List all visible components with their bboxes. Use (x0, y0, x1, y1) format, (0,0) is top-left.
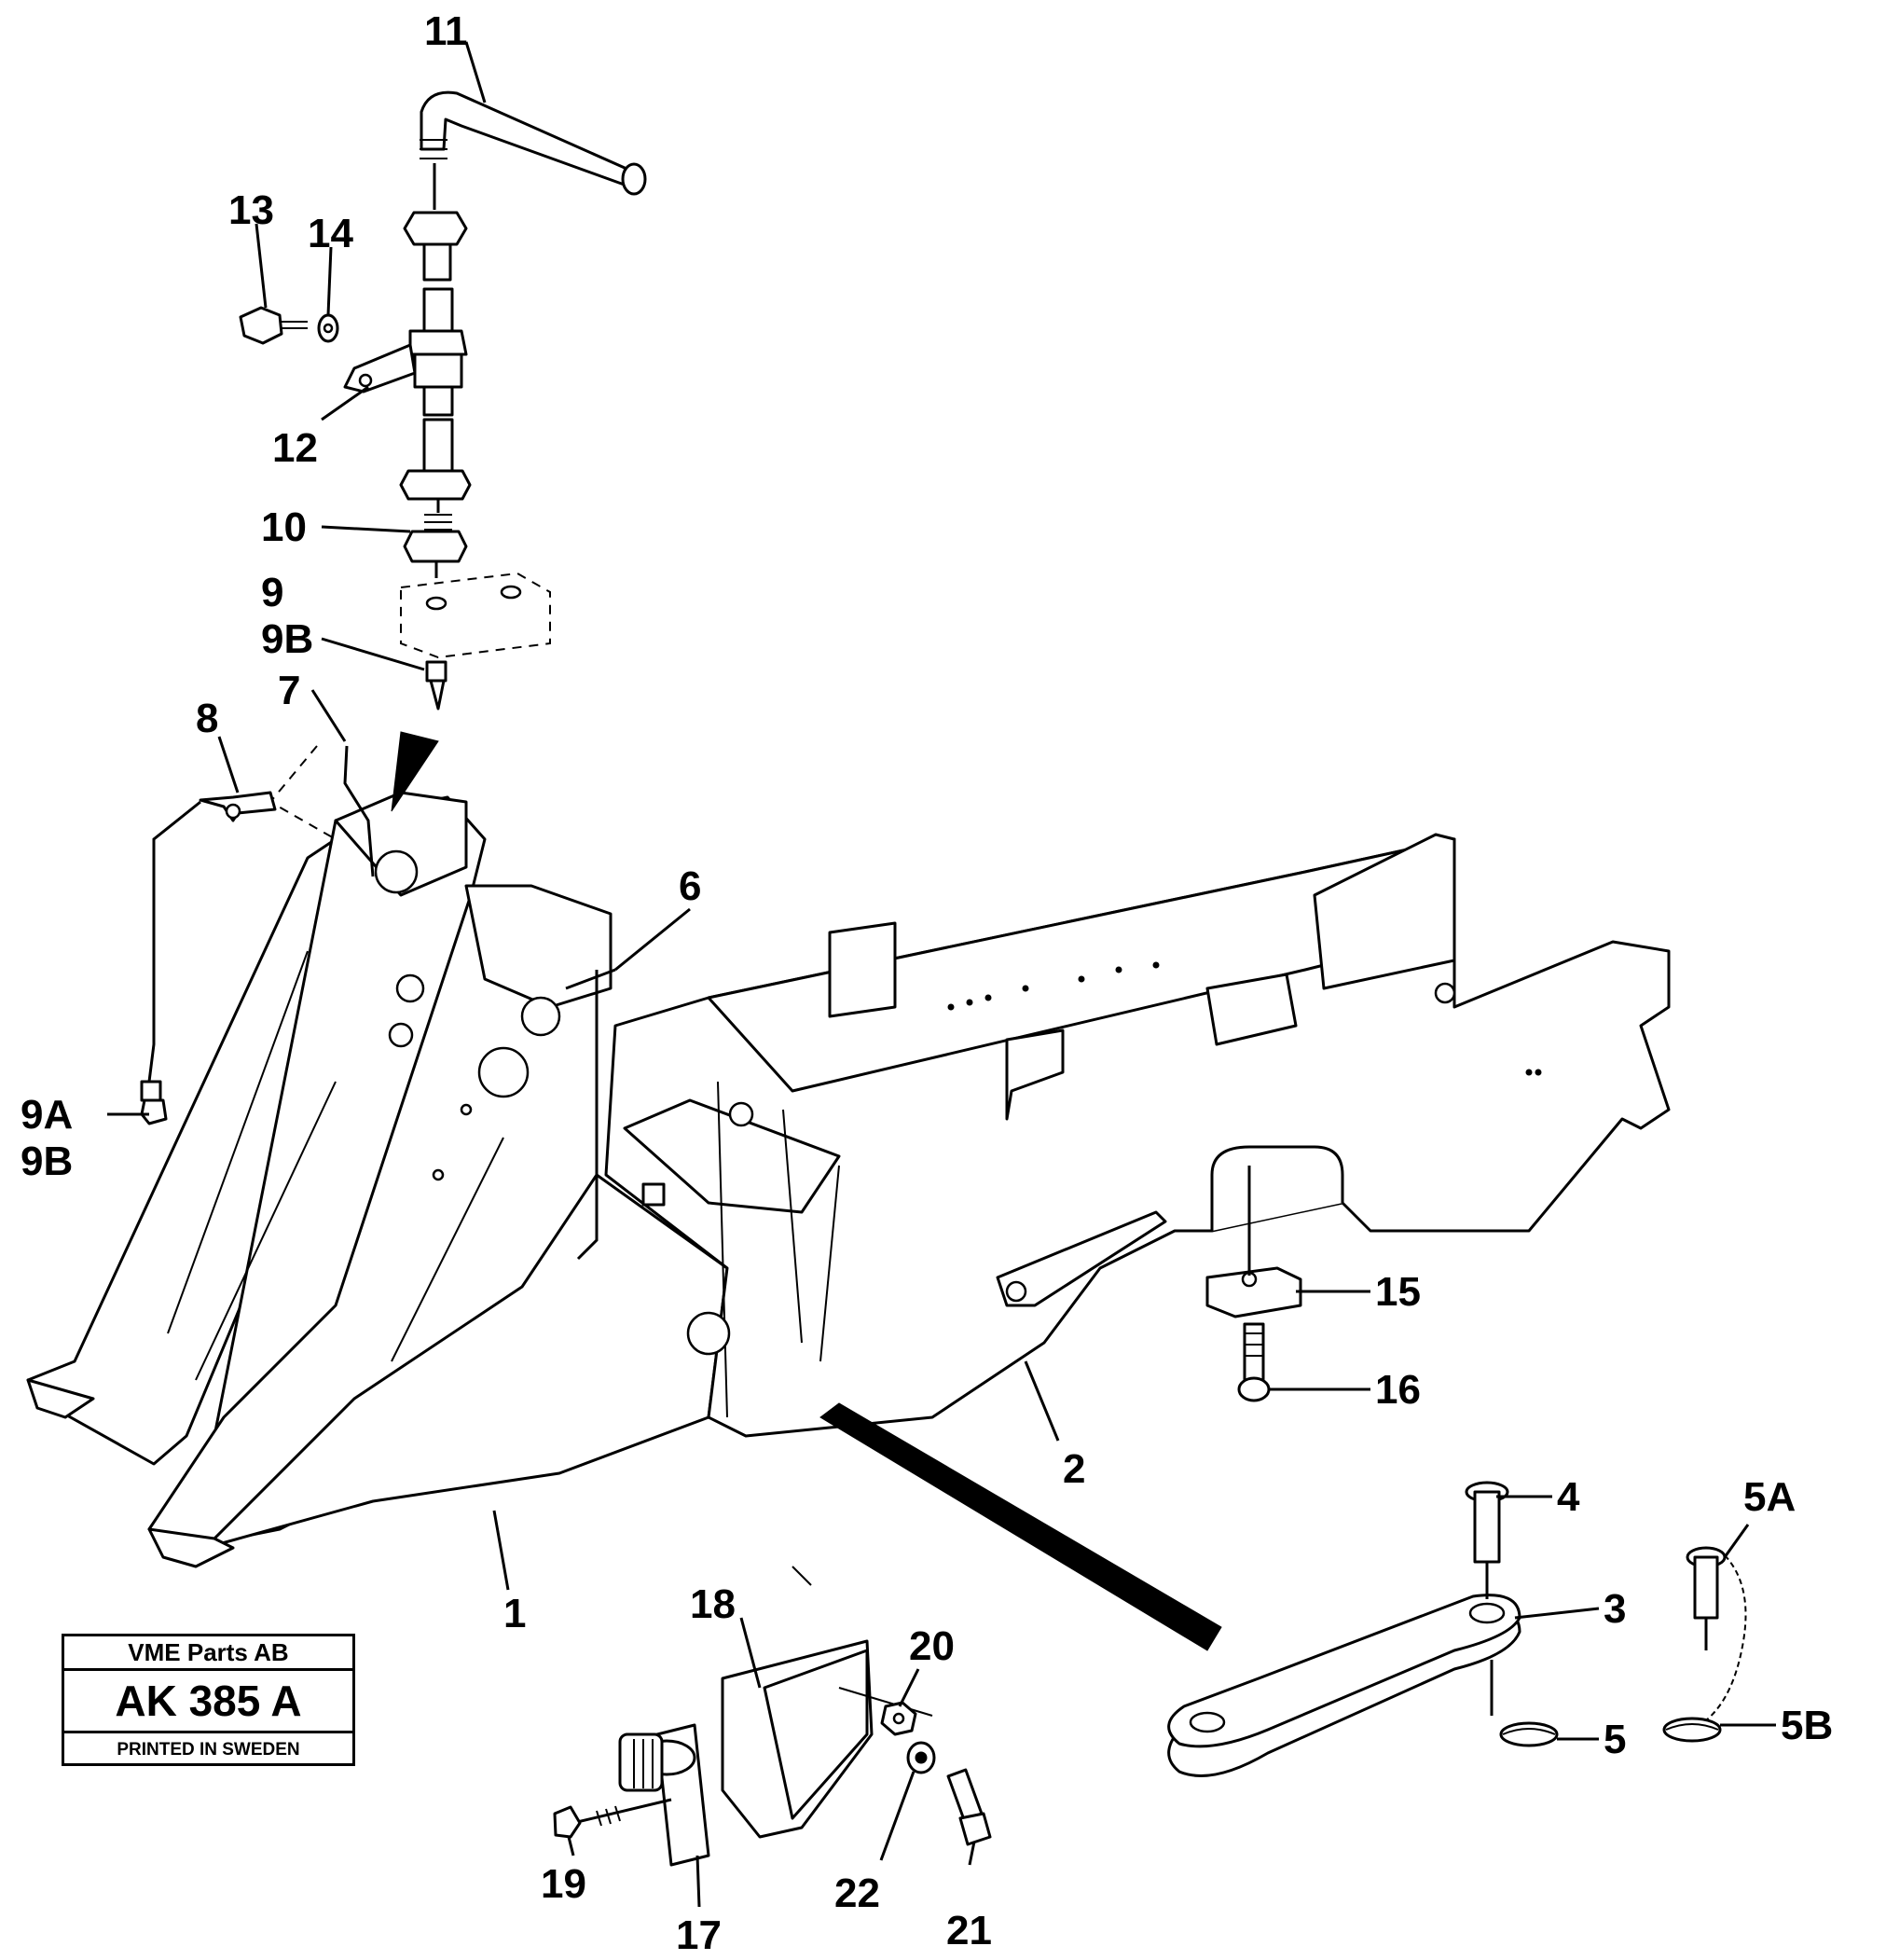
callout-20: 20 (909, 1623, 955, 1669)
callout-2: 2 (1063, 1446, 1085, 1492)
callout-5b: 5B (1781, 1703, 1833, 1748)
callout-8: 8 (196, 696, 218, 741)
title-stamp: VME Parts AB AK 385 A PRINTED IN SWEDEN (62, 1634, 355, 1766)
callout-5: 5 (1604, 1717, 1626, 1762)
callout-14: 14 (308, 211, 353, 256)
front-frame (26, 791, 729, 1568)
callout-17: 17 (676, 1912, 722, 1958)
callout-9: 9 (261, 570, 283, 615)
callout-12: 12 (272, 425, 318, 471)
drawbar-group (819, 1402, 1747, 1777)
callout-4: 4 (1557, 1474, 1580, 1520)
rear-chassis (604, 833, 1671, 1438)
callout-9b-left: 9B (21, 1139, 73, 1184)
callout-15: 15 (1375, 1269, 1421, 1315)
stamp-printed-note: PRINTED IN SWEDEN (117, 1740, 300, 1760)
callout-5a: 5A (1743, 1474, 1796, 1520)
callout-19: 19 (541, 1861, 586, 1907)
stop-block (1205, 1166, 1302, 1402)
plug-bracket-group (553, 1566, 992, 1867)
callout-1: 1 (503, 1591, 526, 1636)
callout-18: 18 (690, 1581, 736, 1627)
callout-22: 22 (834, 1870, 880, 1916)
callout-6: 6 (679, 863, 701, 909)
stamp-drawing-code: AK 385 A (64, 1671, 352, 1733)
callout-3: 3 (1604, 1586, 1626, 1632)
leader-lines (107, 41, 1776, 1908)
callout-11: 11 (424, 8, 468, 54)
callout-10: 10 (261, 504, 307, 550)
callout-7: 7 (278, 668, 300, 713)
upper-pin-stack (239, 90, 647, 812)
stamp-company: VME Parts AB (64, 1636, 352, 1671)
callout-labels: 11 13 14 12 10 9 9B 7 8 6 9A 9B 15 16 2 … (21, 8, 1833, 1958)
callout-9b: 9B (261, 616, 313, 662)
grease-lines (140, 745, 666, 1261)
callout-9a-left: 9A (21, 1092, 73, 1138)
callout-16: 16 (1375, 1367, 1421, 1413)
callout-21: 21 (946, 1908, 992, 1953)
callout-13: 13 (228, 187, 274, 233)
